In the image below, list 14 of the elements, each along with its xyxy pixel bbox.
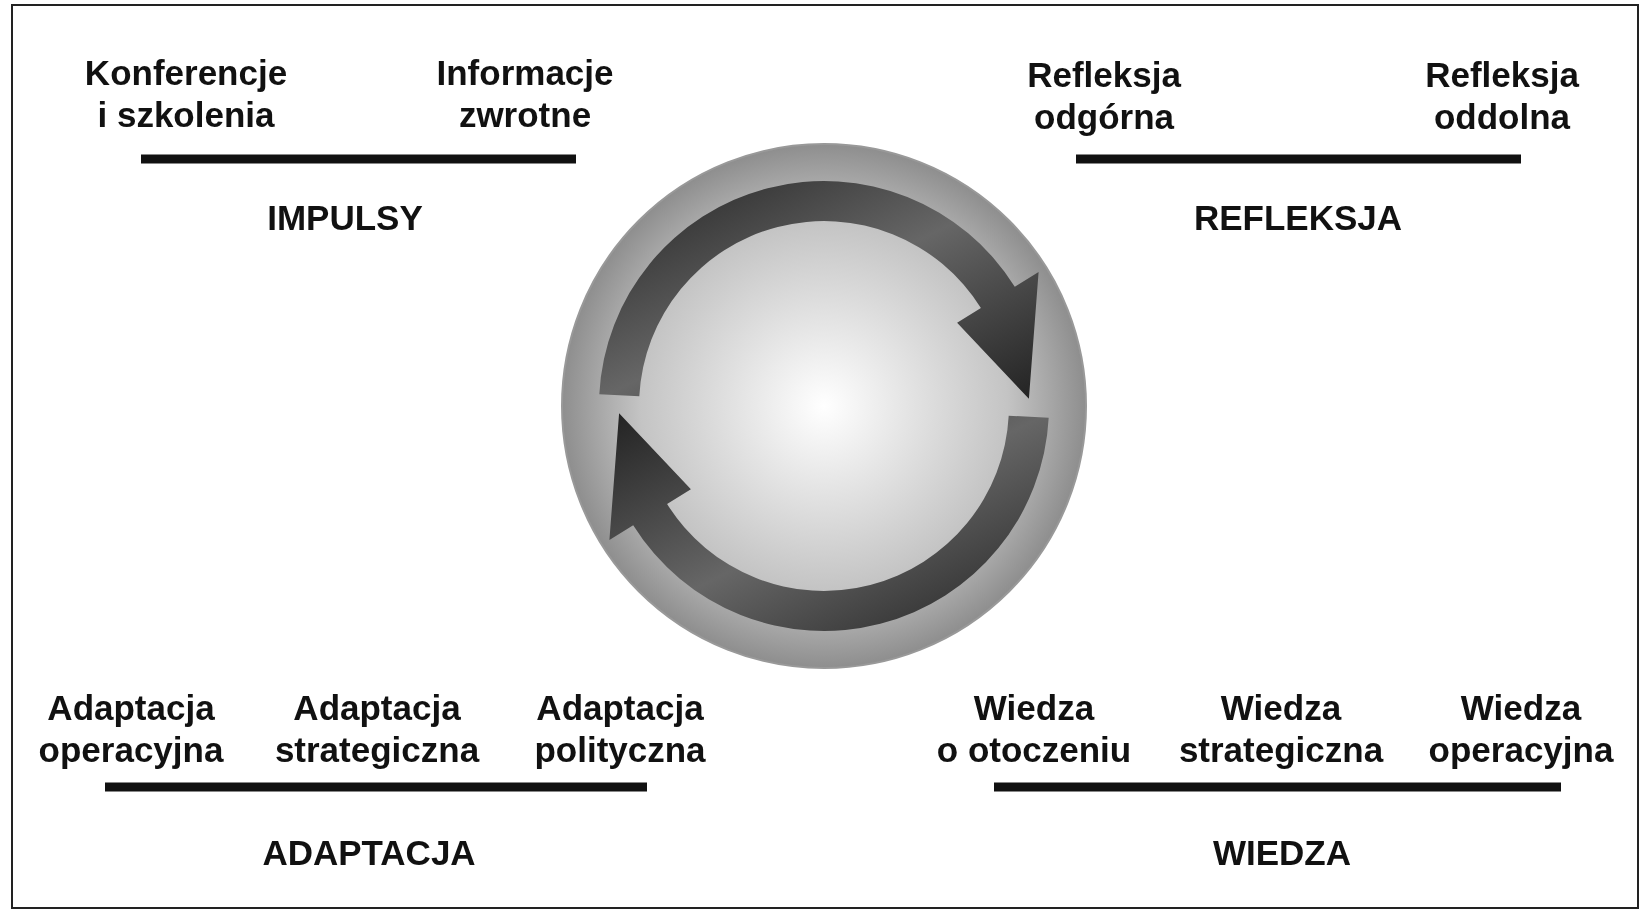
item-label: Refleksja oddolna <box>1425 54 1579 138</box>
section-heading: IMPULSY <box>267 197 423 239</box>
item-label: Adaptacja operacyjna <box>38 687 224 771</box>
section-heading: WIEDZA <box>1213 832 1351 874</box>
item-label: Refleksja odgórna <box>1027 54 1181 138</box>
item-label: Wiedza operacyjna <box>1428 687 1614 771</box>
section-heading: REFLEKSJA <box>1193 197 1403 239</box>
item-label: Informacje zwrotne <box>436 52 614 136</box>
item-label: Wiedza o otoczeniu <box>936 687 1132 771</box>
item-label: Konferencje i szkolenia <box>84 52 288 136</box>
item-label: Adaptacja polityczna <box>534 687 706 771</box>
item-label: Wiedza strategiczna <box>1178 687 1384 771</box>
item-label: Adaptacja strategiczna <box>274 687 480 771</box>
section-heading: ADAPTACJA <box>262 832 476 874</box>
